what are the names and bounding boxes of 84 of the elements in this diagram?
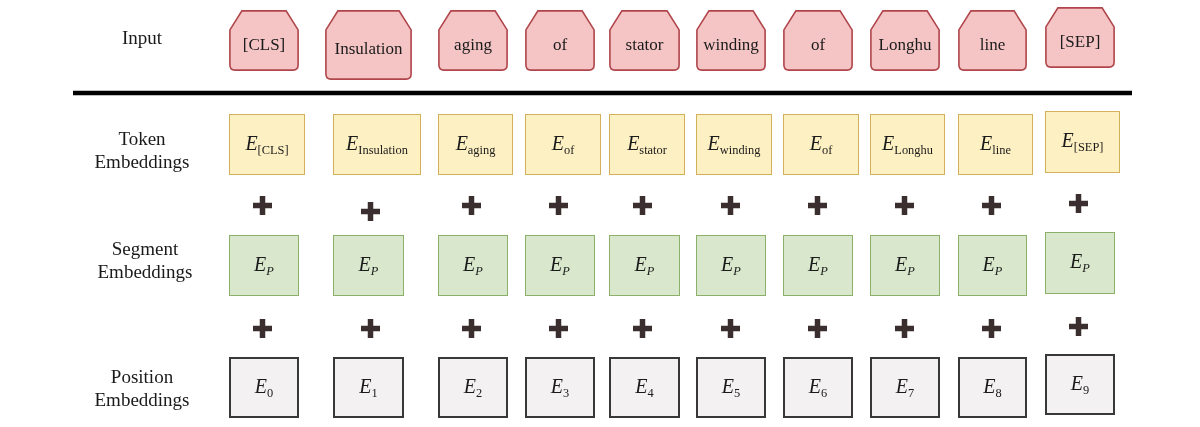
- token-embedding-box: [609, 114, 685, 175]
- token-word: [CLS]: [242, 33, 286, 53]
- row-label: Input: [120, 26, 164, 49]
- position-embedding-box: [783, 357, 853, 418]
- token-word: of: [552, 33, 568, 53]
- segment-embedding-box: [958, 235, 1027, 296]
- embedding-symbol: E$_{Insulation}$: [346, 132, 408, 157]
- embedding-symbol: E$_{winding}$: [707, 132, 761, 157]
- embedding-symbol: E$_{P}$: [721, 253, 741, 278]
- position-embedding-box: [438, 357, 508, 418]
- position-embedding-box: [229, 357, 299, 418]
- embedding-symbol: E$_{[CLS]}$: [245, 132, 289, 157]
- token-embedding-box: [229, 114, 305, 175]
- input-token-shape: [783, 10, 853, 71]
- embedding-symbol: E$_{7}$: [895, 375, 915, 400]
- row-label: Segment Embeddings: [96, 237, 194, 283]
- input-token-shape: [1045, 7, 1115, 68]
- segment-embedding-box: [525, 235, 595, 296]
- embedding-symbol: E$_{1}$: [359, 375, 378, 400]
- token-embedding-box: [696, 114, 772, 175]
- embedding-symbol: E$_{3}$: [550, 375, 570, 400]
- token-word: line: [979, 33, 1006, 53]
- input-token-shape: [958, 10, 1027, 71]
- token-word: winding: [703, 33, 759, 53]
- token-embedding-box: [1045, 111, 1120, 173]
- position-embedding-box: [958, 357, 1027, 418]
- position-embedding-box: [609, 357, 680, 418]
- input-token-shape: [696, 10, 766, 71]
- segment-embedding-box: [696, 235, 766, 296]
- segment-embedding-box: [1045, 232, 1115, 294]
- segment-embedding-box: [229, 235, 299, 296]
- input-token-shape: [870, 10, 940, 71]
- position-embedding-box: [696, 357, 766, 418]
- embedding-symbol: E$_{2}$: [463, 375, 483, 400]
- segment-embedding-box: [333, 235, 404, 296]
- segment-embedding-box: [438, 235, 508, 296]
- embedding-symbol: E$_{[SEP]}$: [1061, 130, 1104, 154]
- row-label: Token Embeddings: [93, 127, 191, 173]
- segment-embedding-box: [609, 235, 680, 296]
- embedding-symbol: E$_{P}$: [254, 253, 274, 278]
- embedding-symbol: E$_{4}$: [635, 375, 654, 400]
- embedding-symbol: E$_{P}$: [463, 253, 483, 278]
- token-word: Longhu: [878, 33, 932, 53]
- embedding-symbol: E$_{0}$: [254, 375, 274, 400]
- embedding-symbol: E$_{5}$: [721, 375, 741, 400]
- position-embedding-box: [525, 357, 595, 418]
- embedding-symbol: E$_{P}$: [808, 253, 828, 278]
- token-embedding-box: [333, 114, 421, 175]
- position-embedding-box: [870, 357, 940, 418]
- token-word: stator: [625, 33, 664, 53]
- position-embedding-box: [333, 357, 404, 418]
- embedding-symbol: E$_{P}$: [550, 253, 570, 278]
- token-word: Insulation: [334, 38, 403, 57]
- embedding-symbol: E$_{P}$: [634, 253, 655, 278]
- token-embedding-box: [783, 114, 859, 175]
- token-embedding-box: [958, 114, 1033, 175]
- token-word: aging: [454, 33, 492, 53]
- token-embedding-box: [525, 114, 601, 175]
- embedding-symbol: E$_{P}$: [1070, 251, 1090, 275]
- token-embedding-box: [438, 114, 513, 175]
- token-word: of: [810, 33, 826, 53]
- input-token-shape: [609, 10, 680, 71]
- embedding-symbol: E$_{line}$: [980, 132, 1011, 157]
- embedding-symbol: E$_{8}$: [983, 375, 1002, 400]
- token-word: [SEP]: [1059, 30, 1101, 50]
- segment-embedding-box: [783, 235, 853, 296]
- segment-embedding-box: [870, 235, 940, 296]
- input-token-shape: [325, 10, 412, 80]
- embedding-symbol: E$_{P}$: [895, 253, 915, 278]
- input-token-shape: [438, 10, 508, 71]
- input-token-shape: [525, 10, 595, 71]
- embedding-symbol: E$_{6}$: [808, 375, 828, 400]
- position-embedding-box: [1045, 354, 1115, 415]
- embedding-symbol: E$_{Longhu}$: [882, 132, 933, 157]
- embedding-symbol: E$_{of}$: [551, 132, 575, 157]
- embedding-symbol: E$_{P}$: [982, 253, 1003, 278]
- token-embedding-box: [870, 114, 945, 175]
- input-token-shape: [229, 10, 299, 71]
- embedding-symbol: E$_{of}$: [809, 132, 833, 157]
- row-label: Position Embeddings: [93, 365, 191, 411]
- embedding-symbol: E$_{P}$: [358, 253, 379, 278]
- embedding-symbol: E$_{aging}$: [455, 132, 496, 157]
- embedding-symbol: E$_{9}$: [1070, 372, 1090, 397]
- embedding-symbol: E$_{stator}$: [627, 132, 667, 157]
